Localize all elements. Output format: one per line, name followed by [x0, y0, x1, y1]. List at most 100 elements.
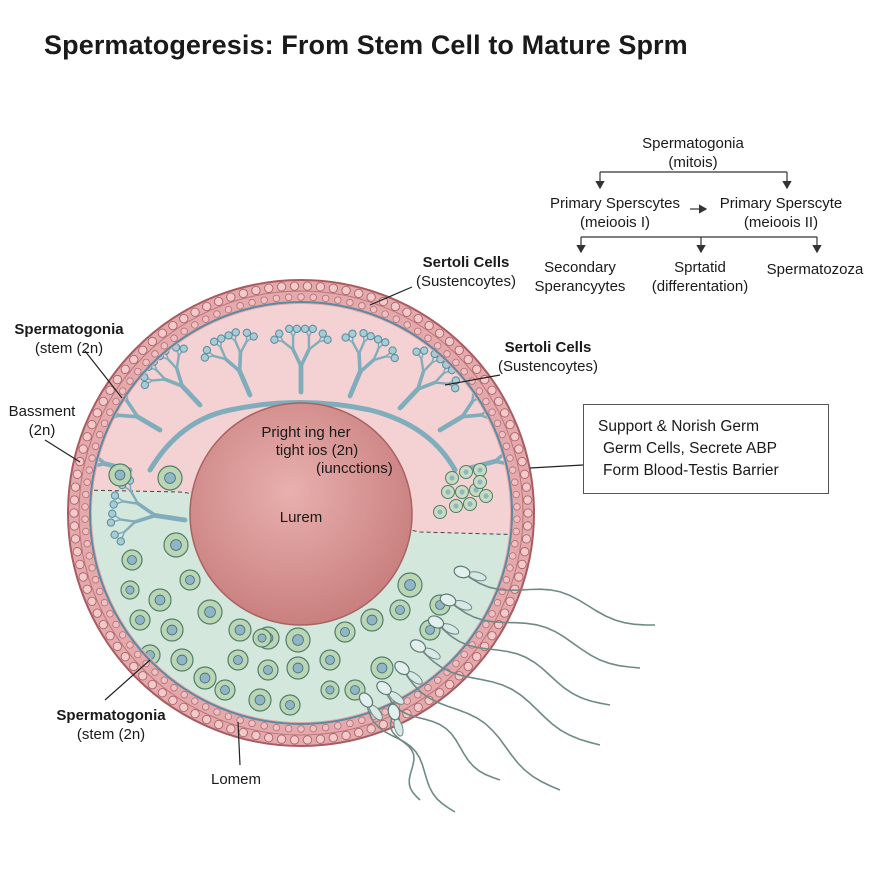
sertoli-branch	[219, 346, 228, 361]
membrane-bead	[523, 508, 533, 518]
sertoli-branch	[358, 358, 376, 374]
membrane-bead	[434, 328, 445, 338]
membrane-bead	[112, 397, 120, 406]
membrane-bead	[96, 587, 104, 596]
sertoli-tip	[530, 460, 537, 467]
membrane-bead	[226, 724, 236, 734]
germ-cell-nucleus	[114, 469, 126, 481]
sperm-head	[453, 565, 471, 579]
germ-cell-nucleus	[340, 627, 350, 637]
membrane-bead	[508, 552, 517, 560]
membrane-bead	[126, 377, 134, 385]
membrane-bead	[85, 552, 94, 560]
membrane-bead	[138, 345, 148, 355]
sertoli-branch	[117, 413, 140, 419]
membrane-bead	[134, 650, 142, 659]
sertoli-branch	[123, 520, 137, 533]
germ-cell-nucleus	[185, 575, 195, 585]
membrane-bead	[105, 631, 115, 641]
membrane-bead	[341, 285, 351, 296]
sertoli-tip	[242, 328, 251, 337]
cluster-nucleus	[445, 489, 451, 495]
center-line1: Pright ing her	[261, 424, 351, 441]
label-sub: (stem (2n)	[34, 340, 104, 357]
sertoli-branch	[129, 489, 140, 505]
membrane-bead	[381, 708, 389, 716]
membrane-bead	[328, 283, 338, 293]
membrane-bead	[402, 307, 412, 317]
center-line3: (iuncctions)	[316, 460, 393, 477]
info-line3: Form Blood-Testis Barrier	[603, 462, 779, 479]
membrane-bead	[92, 408, 102, 418]
spermatozoa	[358, 565, 656, 813]
membrane-bead	[521, 482, 532, 492]
membrane-bead	[264, 283, 274, 293]
sertoli-tip	[66, 447, 73, 454]
page-title: Spermatogeresis: From Stem Cell to Matur…	[44, 30, 688, 60]
sertoli-tip	[249, 332, 258, 341]
sertoli-branch	[163, 377, 185, 388]
sertoli-tip	[110, 491, 120, 500]
sperm-tail	[401, 667, 561, 791]
membrane-bead	[264, 733, 274, 743]
sertoli-tip	[62, 462, 69, 469]
membrane-bead	[213, 296, 224, 307]
membrane-bead	[487, 631, 497, 641]
membrane-bead	[106, 408, 114, 416]
membrane-bead	[112, 620, 120, 629]
sertoli-tip	[528, 452, 535, 459]
membrane-bead	[424, 320, 434, 331]
membrane-bead	[445, 679, 455, 690]
label-name: Sertoli Cells	[422, 254, 510, 271]
leader-lines	[44, 286, 584, 766]
membrane-bead	[98, 396, 108, 407]
membrane-bead	[297, 725, 305, 733]
sertoli-tip	[308, 324, 317, 333]
sertoli-tip	[285, 324, 294, 333]
sertoli-branch	[135, 414, 163, 433]
sertoli-tip	[300, 324, 310, 333]
sertoli-branch	[347, 369, 363, 399]
sertoli-branch	[133, 513, 158, 524]
sertoli-branch	[166, 358, 179, 370]
germ-cell-nucleus	[376, 662, 388, 674]
sertoli-tip	[106, 518, 116, 527]
membrane-bead	[392, 315, 401, 323]
flow-primary-right: Primary Sperscyte (meioois II)	[706, 194, 856, 232]
sertoli-tip	[451, 384, 460, 393]
membrane-bead	[160, 342, 168, 350]
sertoli-tip	[140, 380, 149, 390]
germ-cell-nucleus	[395, 605, 405, 615]
membrane-bead	[82, 527, 90, 536]
sertoli-tip	[179, 344, 188, 353]
flow-label: Secondary	[544, 259, 616, 276]
germ-cell-nucleus	[135, 615, 145, 625]
sertoli-tip	[530, 460, 537, 467]
membrane-bead	[369, 305, 378, 314]
membrane-bead	[191, 697, 199, 705]
membrane-bead	[472, 652, 482, 662]
info-line2: Germ Cells, Secrete ABP	[603, 440, 778, 457]
info-line1: Support & Norish Germ	[598, 418, 760, 435]
membrane-bead	[190, 709, 200, 719]
germ-cell-nucleus	[366, 614, 378, 626]
sertoli-branch	[433, 381, 449, 385]
sertoli-tip	[374, 335, 383, 344]
cluster-nucleus	[459, 489, 465, 495]
membrane-bead	[434, 342, 442, 350]
membrane-bead	[151, 668, 159, 676]
membrane-bead	[179, 313, 189, 324]
flow-sublabel: (differentation)	[651, 278, 749, 295]
membrane-bead	[202, 714, 212, 725]
sertoli-tip	[323, 335, 332, 344]
sertoli-tip	[381, 338, 390, 347]
sertoli-branch	[372, 355, 388, 362]
membrane-bead	[82, 490, 90, 499]
sperm-tail	[417, 645, 601, 746]
sertoli-branch	[179, 383, 203, 408]
membrane-bead	[248, 298, 256, 307]
sperm-head	[409, 639, 427, 653]
membrane-bead	[70, 482, 81, 492]
sertoli-branch	[416, 380, 437, 391]
germ-cell-nucleus	[176, 654, 188, 666]
